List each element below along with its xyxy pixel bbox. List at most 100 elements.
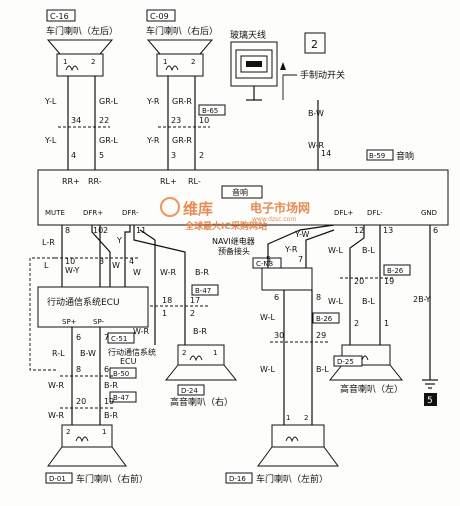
speaker-icon [164,364,238,381]
wire-label: B-R [104,411,118,420]
tweeter-d25: D-25 高音喇叭（左） [328,344,404,395]
antenna-mid [235,49,273,79]
pin-label: 20 [76,397,86,406]
pin-label: 22 [99,116,109,125]
tweeter-d24: 2 1 D-24 高音喇叭（右） [164,344,238,408]
pin-2: 2 [191,58,195,66]
connector-id: D-25 [337,358,354,366]
page-number: 2 [311,38,318,51]
connector-id: C-09 [150,12,169,21]
speaker-label: 车门喇叭（右前） [76,473,148,485]
speaker-label: 车门喇叭（左前） [256,473,328,485]
pin-label: 30 [274,331,284,340]
connector-id: B-59 [369,152,385,160]
antenna-core [246,61,262,67]
pin-label: 12 [354,226,364,235]
glass-antenna: 玻璃天线 [230,29,278,101]
pin-label: 34 [71,116,81,125]
speaker-icon [257,446,339,467]
watermark: 维库 电子市场网 www.dzsc.com 全球最大IC采购网站 [160,197,310,232]
connector-tag [225,472,253,484]
speaker-icon [47,446,127,467]
switch-label: 手制动开关 [300,69,345,81]
wire-label: B-L [362,297,375,306]
speaker-c16: C-16 车门喇叭（左后） 1 2 [46,9,118,77]
pin-label: 3 [171,151,176,160]
head-unit-box [37,169,449,226]
pin-1: 1 [102,428,106,436]
wire-label: Y-R [146,136,160,145]
connector-tag [107,332,135,344]
connector-tag [312,312,340,324]
wire-label: Y-W [294,230,310,239]
connector-tag [177,384,205,396]
wire-label: W [112,261,120,270]
coil-icon [65,65,79,72]
watermark-logo-icon [160,197,180,217]
wire-label: W-Y [65,266,80,275]
wire-label: W-L [260,365,275,374]
antenna-label: 玻璃天线 [230,29,266,41]
speaker-label: 车门喇叭（右后） [146,25,218,37]
wire-label: L-R [42,238,55,247]
pin-label: 7 [298,255,303,264]
inner-label: 音响 [232,187,248,197]
connector-tag [46,9,76,22]
pin-label: 6 [104,365,109,374]
page-number-box [304,32,326,54]
speaker-d01: 2 1 D-01 车门喇叭（右前） [45,424,148,485]
pin-label: 10 [93,226,103,235]
comm-ecu-box [37,286,149,328]
pin-label: 10 [65,257,75,266]
watermark-brand: 维库 [183,200,213,218]
pin-label: 20 [354,277,364,286]
terminal-label: DFL+ [334,209,353,217]
wire-label: W-L [328,246,343,255]
connector-tag [366,149,394,161]
terminal-label: SP- [93,318,105,326]
wire-label: W-R [48,381,64,390]
wire-label: Y-R [146,97,160,106]
wire-label: B-L [316,365,329,374]
head-unit-label: 音响 [396,150,414,162]
wire-label: GR-R [172,97,192,106]
pin-label: 8 [316,293,321,302]
navi-connector-box [261,267,313,291]
coil-icon [75,436,89,443]
pin-label: 2 [354,319,359,328]
wire-label: Y [116,236,122,245]
speaker-icon [146,39,214,55]
pin-label: 2 [199,151,204,160]
speaker-icon [328,364,404,381]
wire-label: B-R [195,268,209,277]
wire-label: B-R [193,327,207,336]
speaker-d16: 1 2 D-16 车门喇叭（左前） [225,414,339,485]
ground-ref-box [424,393,437,406]
watermark-slogan: 全球最大IC采购网站 [184,220,267,232]
wire-label: W-R [160,268,176,277]
pin-label: 8 [65,226,70,235]
ground-ref: 5 [427,396,433,406]
connector-id: C-16 [50,12,69,21]
ecu-caption: 行动通信系统 [108,347,156,357]
manual-antenna-switch: 手制动开关 B-W W-R 14 [280,62,345,170]
pin-2: 2 [304,414,308,422]
pin-1: 1 [63,58,67,66]
navi-label: NAVI继电器 [212,236,255,246]
connector-id: D-01 [49,475,66,483]
pin-label: 10 [199,116,209,125]
pin-label: 4 [129,257,134,266]
inner-label-box [221,185,263,199]
connector-id: B-26 [387,267,404,275]
wire-label: R-L [52,349,65,358]
terminal-label: MUTE [45,209,65,217]
speaker-body [156,53,204,77]
pin-2: 2 [91,58,95,66]
connector-tag [198,104,226,116]
connector-tag [146,9,176,22]
pin-label: 7 [104,333,109,342]
pin-label: 1 [162,309,167,318]
pin-label: 23 [171,116,181,125]
pin-1: 1 [286,414,290,422]
